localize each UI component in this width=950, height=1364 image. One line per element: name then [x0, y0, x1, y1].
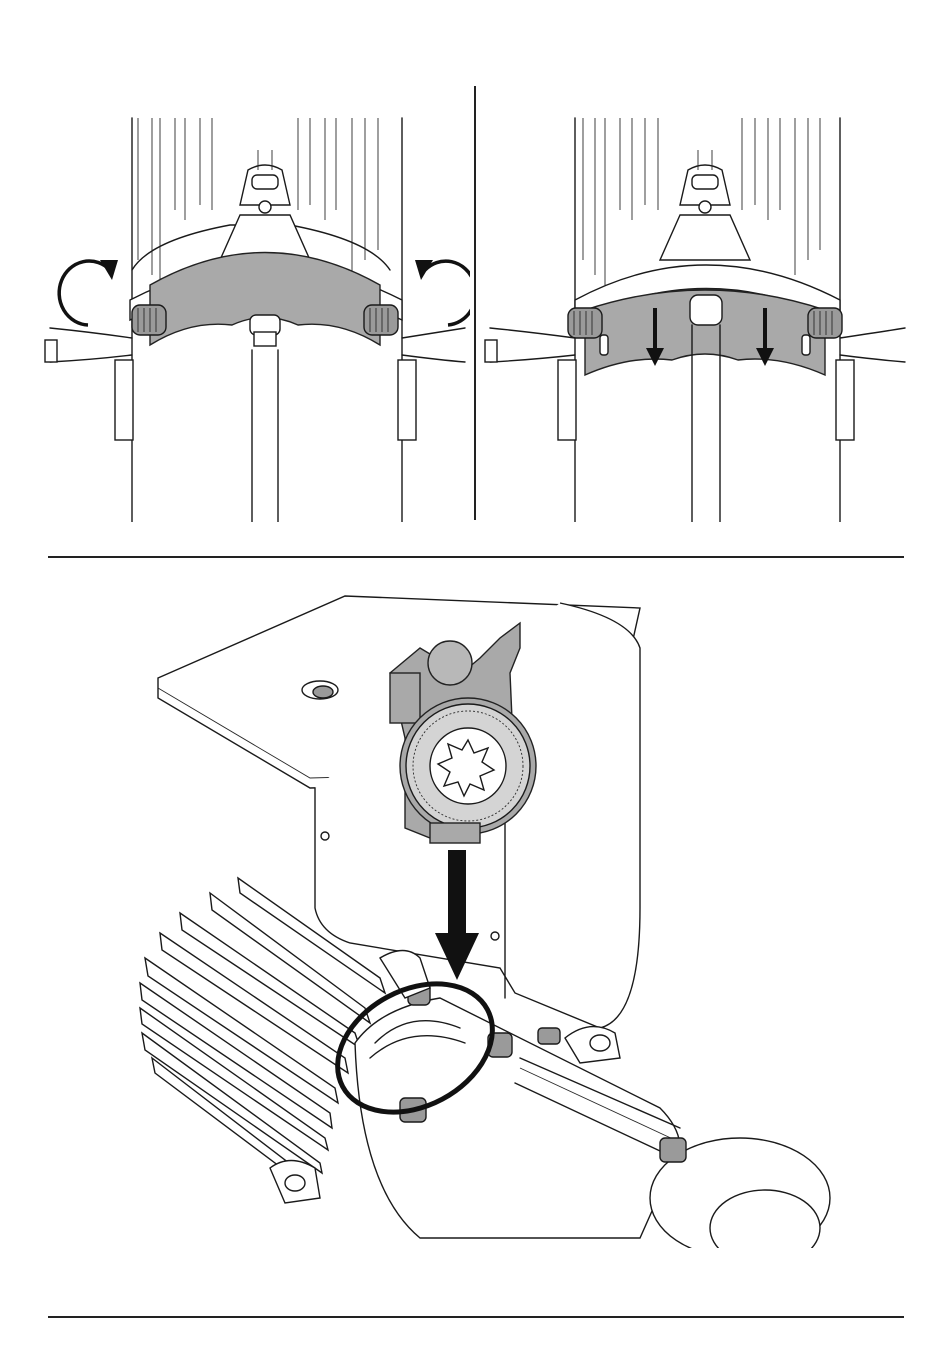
fixture-handle: [680, 150, 730, 213]
gobo-rotator-module: [390, 623, 536, 843]
rotate-counterclockwise-arrow-icon: [59, 260, 118, 325]
figure-remove-plate: [480, 110, 910, 522]
right-knob: [364, 305, 398, 335]
figure-divider-horizontal: [48, 556, 904, 558]
left-knob: [132, 305, 166, 335]
figure-insert-gobo-rotator: [120, 588, 840, 1248]
figure-divider-vertical: [474, 86, 476, 520]
figure-loosen-knobs: [40, 110, 470, 522]
center-knob: [250, 315, 280, 522]
page-bottom-rule: [48, 1316, 904, 1318]
left-knob: [568, 308, 602, 338]
right-knob: [808, 308, 842, 338]
rotate-clockwise-arrow-icon: [415, 260, 470, 325]
fixture-handle: [240, 150, 290, 213]
